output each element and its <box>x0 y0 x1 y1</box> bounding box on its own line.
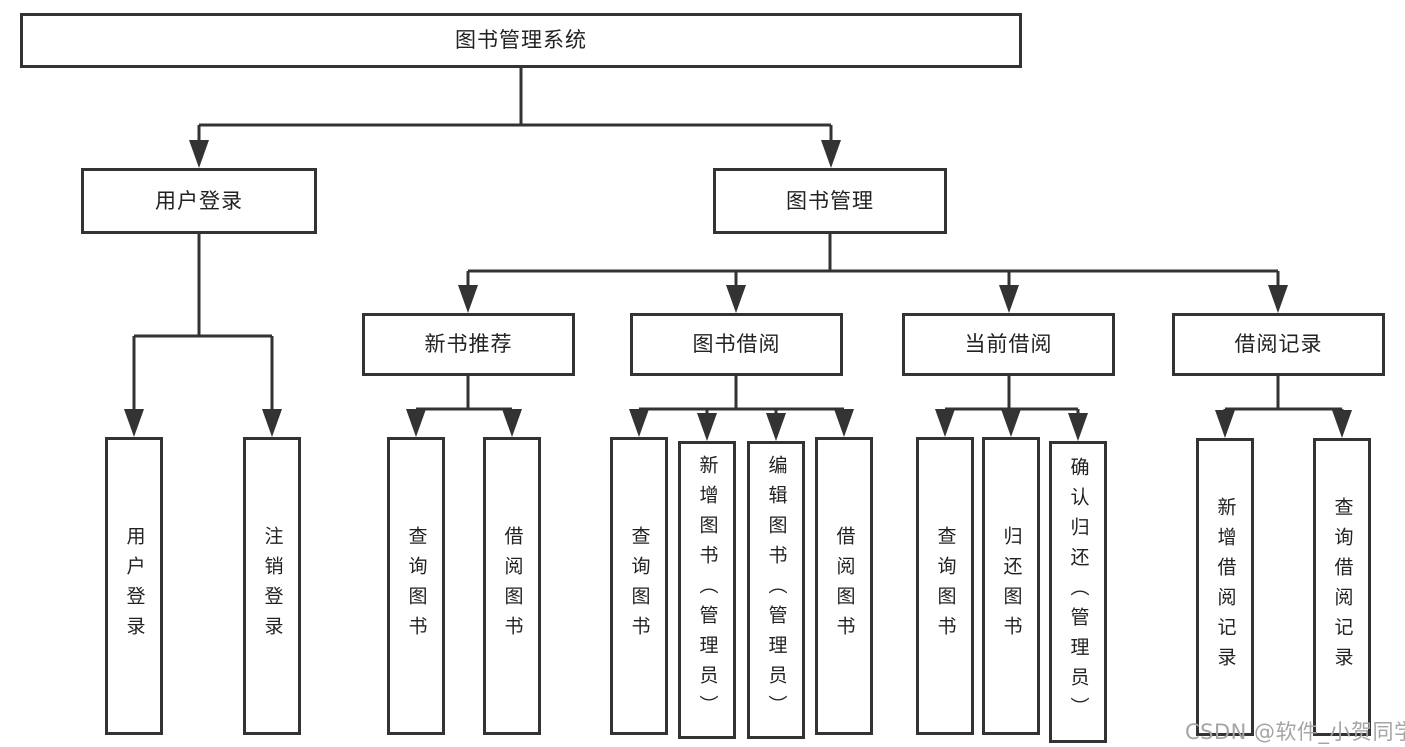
leaf-confirm-return-admin: 确认归还（管理员） <box>1049 441 1107 743</box>
connector-book-mgmt <box>458 234 1288 313</box>
connector-root <box>189 68 841 168</box>
leaf-borrow-books: 借阅图书 <box>483 437 541 735</box>
connector-borrow-records <box>1215 376 1352 438</box>
leaf-add-borrow-record: 新增借阅记录 <box>1196 438 1254 736</box>
leaf-borrow-books: 借阅图书 <box>815 437 873 735</box>
leaf-query-books: 查询图书 <box>387 437 445 735</box>
connector-new-book-rec <box>406 376 522 437</box>
node-book-management: 图书管理 <box>713 168 947 234</box>
node-borrow-records: 借阅记录 <box>1172 313 1385 376</box>
leaf-query-books: 查询图书 <box>916 437 974 735</box>
connector-user-login <box>124 234 282 437</box>
node-book-borrow: 图书借阅 <box>630 313 843 376</box>
node-new-book-recommend: 新书推荐 <box>362 313 575 376</box>
leaf-user-login: 用户登录 <box>105 437 163 735</box>
leaf-logout: 注销登录 <box>243 437 301 735</box>
leaf-query-borrow-record: 查询借阅记录 <box>1313 438 1371 736</box>
node-root-system: 图书管理系统 <box>20 13 1022 68</box>
node-current-borrow: 当前借阅 <box>902 313 1115 376</box>
node-user-login: 用户登录 <box>81 168 317 234</box>
leaf-return-books: 归还图书 <box>982 437 1040 735</box>
connector-current-borrow <box>935 376 1088 441</box>
leaf-add-books-admin: 新增图书（管理员） <box>678 441 736 739</box>
csdn-watermark: CSDN @软件_小贺同学 <box>1185 720 1405 744</box>
connector-book-borrow <box>629 376 854 441</box>
leaf-query-books: 查询图书 <box>610 437 668 735</box>
leaf-edit-books-admin: 编辑图书（管理员） <box>747 441 805 739</box>
